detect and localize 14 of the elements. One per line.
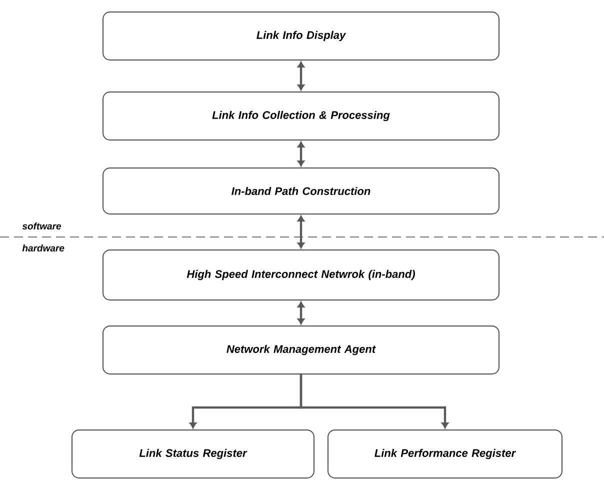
process-box: Link Info Collection & Processing xyxy=(102,92,500,140)
arrow xyxy=(298,62,305,90)
process-box: Link Info Display xyxy=(102,12,500,60)
process-box: In-band Path Construction xyxy=(102,168,500,214)
arrow xyxy=(298,302,305,324)
process-box: High Speed Interconnect Netwrok (in-band) xyxy=(102,250,500,300)
arrow xyxy=(298,142,305,166)
arrow xyxy=(298,216,305,248)
process-box: Link Performance Register xyxy=(328,430,562,478)
arrow xyxy=(300,374,449,428)
layer-label: software xyxy=(22,222,61,230)
layer-label: hardware xyxy=(22,244,64,252)
process-box: Network Management Agent xyxy=(102,326,500,374)
process-box: Link Status Register xyxy=(72,430,314,478)
